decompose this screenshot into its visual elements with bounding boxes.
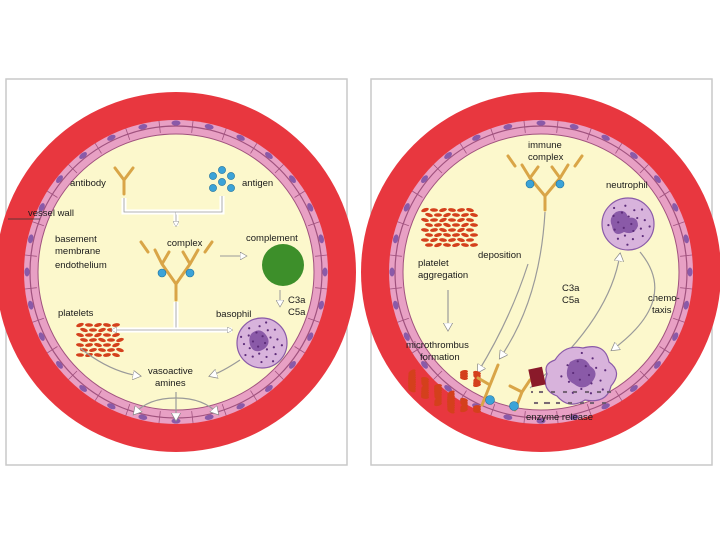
deposition-label: deposition xyxy=(478,250,521,261)
right-endothelial-nuclei xyxy=(389,120,693,424)
right-c3a-label: C3a xyxy=(562,283,580,294)
complex-label: complex xyxy=(167,238,203,249)
right-lumen xyxy=(402,133,680,411)
platelets-to-amines-arrow xyxy=(79,347,140,376)
complement-label: complement xyxy=(246,233,298,244)
microthrombus-icon xyxy=(408,369,481,414)
activated-neutrophil-icon xyxy=(544,346,618,405)
complex-icon xyxy=(139,240,214,302)
enzyme-release-label: enzyme release xyxy=(526,412,593,423)
enzyme-release-dots xyxy=(530,390,612,405)
chemo-label: chemo- xyxy=(648,293,680,304)
aggregation-label: aggregation xyxy=(418,270,468,281)
microthrombus-label: microthrombus xyxy=(406,340,469,351)
amines-label: amines xyxy=(155,378,186,389)
basophil-to-amines-arrow xyxy=(210,359,241,376)
neutrophil-icon xyxy=(601,197,655,251)
basement-label: basement xyxy=(55,234,97,245)
amines-spread-arrows xyxy=(134,392,218,420)
right-c5a-label: C5a xyxy=(562,295,580,306)
left-endothelial-nuclei xyxy=(24,120,328,424)
immune-complex-label: complex xyxy=(528,152,564,163)
left-c3a-label: C3a xyxy=(288,295,306,306)
right-platelets-icon xyxy=(421,207,478,248)
taxis-label: taxis xyxy=(652,305,672,316)
basophil-label: basophil xyxy=(216,309,251,320)
vasoactive-label: vasoactive xyxy=(148,366,193,377)
chemotaxis-arrow xyxy=(612,251,656,350)
antigen-icon xyxy=(209,166,235,192)
neutrophil-label: neutrophil xyxy=(606,180,648,191)
membrane-label: membrane xyxy=(55,246,100,257)
endothelium-label: endothelium xyxy=(55,260,107,271)
deposition-arrow xyxy=(478,263,529,372)
platelets-icon xyxy=(76,322,124,358)
complex-to-thrombus-arrow xyxy=(500,211,546,358)
platelets-label: platelets xyxy=(58,308,94,319)
vessel-wall-label: vessel wall xyxy=(28,208,74,219)
antigen-label: antigen xyxy=(242,178,273,189)
basophil-icon xyxy=(236,317,288,369)
immune-complex-icon xyxy=(506,154,584,212)
deposited-complex-icon xyxy=(476,363,532,412)
left-c5a-label: C5a xyxy=(288,307,306,318)
platelet-label: platelet xyxy=(418,258,449,269)
enzyme-release-block xyxy=(528,366,546,388)
formation-label: formation xyxy=(420,352,460,363)
right-endothelium-ring xyxy=(394,125,688,419)
complement-icon xyxy=(262,244,304,286)
antibody-label: antibody xyxy=(70,178,106,189)
immune-label: immune xyxy=(528,140,562,151)
